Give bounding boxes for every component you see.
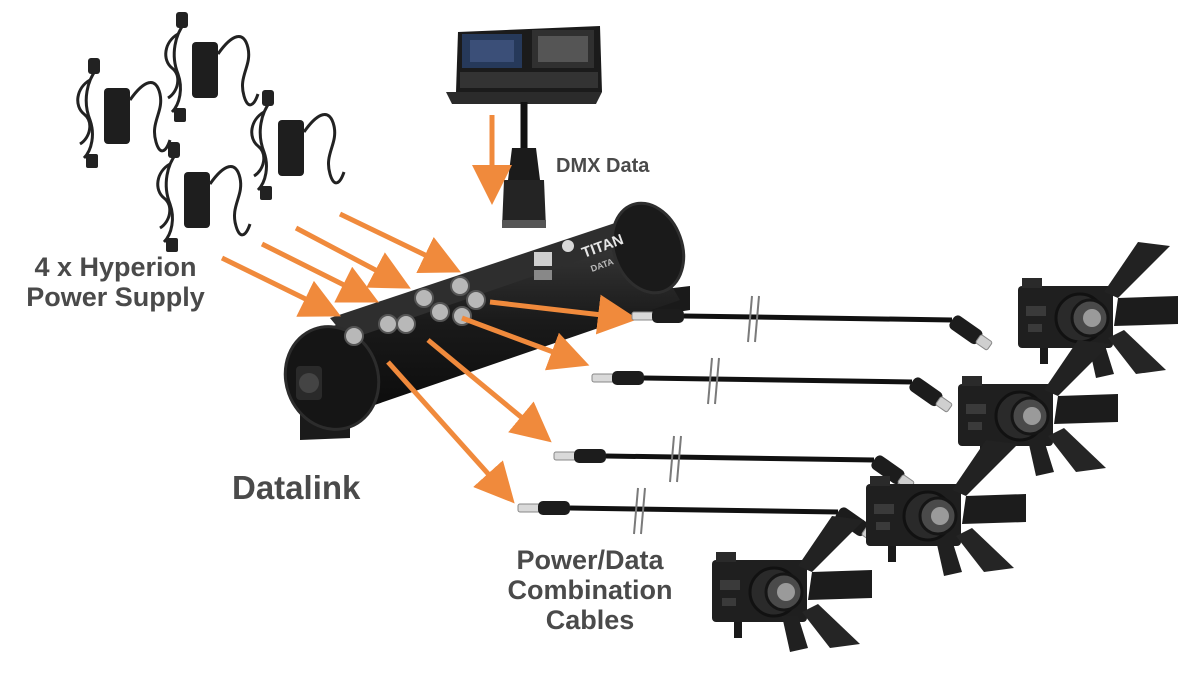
lighting-console-icon bbox=[446, 26, 602, 104]
cables-label: Power/Data Combination Cables bbox=[490, 545, 690, 636]
output-arrow bbox=[386, 360, 515, 504]
cables-label-line3: Cables bbox=[545, 605, 635, 636]
xlr-connector-icon bbox=[502, 102, 546, 228]
psu-arrows bbox=[220, 211, 462, 317]
psu-arrow bbox=[260, 241, 379, 303]
datalink-label: Datalink bbox=[232, 469, 361, 506]
output-arrow bbox=[461, 315, 590, 371]
output-arrows bbox=[386, 294, 638, 504]
power-supply-label-line1: 4 x Hyperion bbox=[34, 252, 197, 282]
fresnel-light-icon bbox=[710, 240, 1180, 654]
psu-arrow bbox=[220, 255, 341, 317]
cables-label-line1: Power/Data bbox=[516, 545, 664, 575]
cables-label-line2: Combination bbox=[507, 575, 673, 606]
power-supply-label-line2: Power Supply bbox=[26, 282, 205, 313]
power-supply-label: 4 x Hyperion Power Supply bbox=[8, 252, 223, 312]
psu-arrow bbox=[294, 225, 411, 289]
power-supply-icon bbox=[76, 10, 346, 254]
psu-arrow bbox=[338, 211, 462, 273]
output-arrow bbox=[489, 294, 638, 335]
output-arrow bbox=[426, 338, 552, 443]
dmx-data-label: DMX Data bbox=[556, 155, 650, 177]
